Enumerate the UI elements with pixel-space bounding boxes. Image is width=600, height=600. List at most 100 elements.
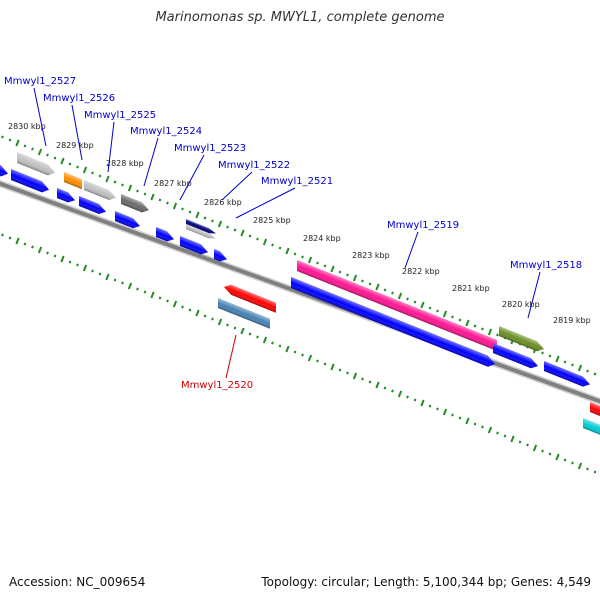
inner-tick-track <box>1 233 597 474</box>
major-tick <box>217 318 223 326</box>
minor-tick <box>166 299 169 303</box>
minor-tick <box>226 225 229 229</box>
major-tick <box>577 364 583 372</box>
major-tick <box>262 238 268 246</box>
major-tick <box>285 345 290 353</box>
minor-tick <box>76 165 79 169</box>
major-tick <box>555 355 560 363</box>
minor-tick <box>68 162 72 166</box>
cds-arrow <box>115 211 140 229</box>
gene-label: Mmwyl1_2526 <box>43 93 115 104</box>
cds-arrow <box>57 188 75 203</box>
feature-shading <box>84 180 116 200</box>
major-tick <box>442 408 448 416</box>
minor-tick <box>98 272 102 276</box>
map-title: Marinomonas sp. MWYL1, complete genome <box>155 10 445 25</box>
major-tick <box>330 363 335 371</box>
minor-tick <box>121 183 124 187</box>
feature-shading <box>57 188 75 203</box>
scale-label: 2826 kbp <box>204 198 242 207</box>
major-tick <box>330 265 335 273</box>
gene-leader-line <box>179 154 205 201</box>
cds-arrow <box>544 361 590 387</box>
major-tick <box>307 354 313 362</box>
minor-tick <box>518 440 522 444</box>
gene-label: Mmwyl1_2521 <box>261 176 333 187</box>
minor-tick <box>563 458 567 462</box>
gene-leader-line <box>225 334 237 379</box>
major-tick <box>397 390 403 398</box>
minor-tick <box>91 171 94 175</box>
minor-tick <box>166 201 169 205</box>
major-tick <box>465 319 470 327</box>
scale-label: 2821 kbp <box>452 284 490 293</box>
gene-leader-line <box>527 271 541 319</box>
major-tick <box>577 462 583 470</box>
cds-arrow <box>291 277 495 367</box>
major-tick <box>397 292 403 300</box>
minor-tick <box>23 242 27 246</box>
major-tick <box>262 336 268 344</box>
minor-tick <box>136 189 139 193</box>
minor-tick <box>203 216 207 220</box>
minor-tick <box>383 386 387 390</box>
minor-tick <box>293 252 297 256</box>
gene-leader-line <box>107 121 115 173</box>
minor-tick <box>593 470 597 474</box>
minor-tick <box>451 315 454 319</box>
minor-tick <box>541 449 544 453</box>
major-tick <box>240 229 245 237</box>
major-tick <box>37 246 43 254</box>
feature-shading <box>291 277 495 367</box>
major-tick <box>442 310 448 318</box>
gene-leader-line <box>33 87 47 147</box>
major-tick <box>352 372 358 380</box>
major-tick <box>420 399 425 407</box>
major-tick <box>375 381 380 389</box>
minor-tick <box>496 431 499 435</box>
minor-tick <box>136 287 139 291</box>
minor-tick <box>278 344 282 348</box>
minor-tick <box>158 198 162 202</box>
minor-tick <box>586 369 589 373</box>
minor-tick <box>428 306 432 310</box>
gene-label: Mmwyl1_2520 <box>181 380 253 391</box>
minor-tick <box>406 395 409 399</box>
gene-leader-line <box>404 231 419 269</box>
minor-tick <box>413 398 417 402</box>
major-tick <box>465 417 470 425</box>
major-tick <box>105 175 110 183</box>
feature-shading <box>0 163 8 177</box>
major-tick <box>15 139 20 147</box>
minor-tick <box>391 389 394 393</box>
minor-tick <box>1 135 4 139</box>
minor-tick <box>338 270 342 274</box>
minor-tick <box>338 368 342 372</box>
feature-box <box>84 180 116 200</box>
minor-tick <box>203 314 207 318</box>
minor-tick <box>436 309 439 313</box>
major-tick <box>195 211 200 219</box>
minor-tick <box>91 269 94 273</box>
scale-label: 2824 kbp <box>303 234 341 243</box>
cds-arrow <box>214 249 227 262</box>
minor-tick <box>211 317 214 321</box>
feature-shading <box>156 227 174 242</box>
minor-tick <box>368 380 372 384</box>
minor-tick <box>571 461 574 465</box>
minor-tick <box>346 371 349 375</box>
minor-tick <box>571 363 574 367</box>
minor-tick <box>181 207 184 211</box>
minor-tick <box>346 273 349 277</box>
minor-tick <box>548 354 552 358</box>
minor-tick <box>481 425 484 429</box>
gene-label: Mmwyl1_2523 <box>174 143 246 154</box>
minor-tick <box>271 243 274 247</box>
major-tick <box>172 202 178 210</box>
gene-leader-line <box>235 187 296 219</box>
reverse-feature <box>224 284 276 313</box>
minor-tick <box>496 333 499 337</box>
minor-tick <box>526 443 529 447</box>
major-tick <box>60 255 65 263</box>
major-tick <box>217 220 223 228</box>
